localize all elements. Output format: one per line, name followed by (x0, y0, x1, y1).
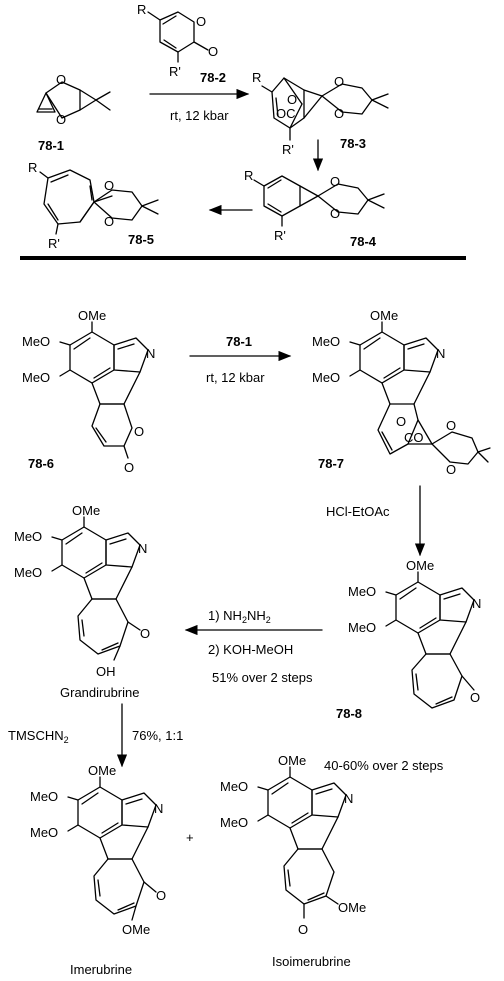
isoimerubrine-structure: OMe MeO MeO N O OMe (220, 753, 366, 937)
group-ome: OMe (72, 503, 100, 518)
reaction-conditions: TMSCHN2 (8, 728, 69, 745)
atom-o: O (334, 106, 344, 121)
compound-78-7-structure: OMe MeO MeO N O CO O O (312, 308, 491, 477)
atom-o: O (140, 626, 150, 641)
compound-label-78-5: 78-5 (128, 232, 154, 247)
name-imerubrine: Imerubrine (70, 962, 132, 977)
reaction-yield: 76%, 1:1 (132, 728, 183, 743)
group-ome: OMe (338, 900, 366, 915)
group-meo: MeO (30, 825, 58, 840)
reaction-conditions: rt, 12 kbar (206, 370, 265, 385)
group-meo: MeO (14, 565, 42, 580)
substituent-r: R (252, 70, 261, 85)
group-meo: MeO (312, 334, 340, 349)
atom-n: N (138, 541, 147, 556)
group-meo: MeO (22, 334, 50, 349)
atom-o: O (287, 92, 297, 107)
reaction-conditions: rt, 12 kbar (170, 108, 229, 123)
atom-o: O (208, 44, 218, 59)
reaction-conditions: 1) NH2NH2 (208, 608, 271, 625)
group-meo: MeO (220, 815, 248, 830)
reaction-conditions: HCl-EtOAc (326, 504, 390, 519)
name-isoimerubrine: Isoimerubrine (272, 954, 351, 969)
atom-o: O (134, 424, 144, 439)
grandirubrine-structure: OMe MeO MeO N O OH (14, 503, 150, 679)
compound-78-1-structure: O O (36, 72, 111, 127)
group-meo: MeO (348, 620, 376, 635)
compound-label-78-7: 78-7 (318, 456, 344, 471)
atom-o: O (330, 206, 340, 221)
compound-78-6-structure: OMe MeO MeO N O O (22, 308, 155, 475)
atom-n: N (436, 346, 445, 361)
compound-78-3-structure: R O OC O O R' (252, 70, 389, 157)
compound-label-78-8: 78-8 (336, 706, 362, 721)
group-meo: MeO (348, 584, 376, 599)
group-oh: OH (96, 664, 116, 679)
atom-oc: OC (276, 106, 296, 121)
atom-o: O (396, 414, 406, 429)
reaction-yield: 51% over 2 steps (212, 670, 313, 685)
atom-o: O (104, 178, 114, 193)
substituent-r-prime: R' (169, 64, 181, 79)
group-meo: MeO (312, 370, 340, 385)
compound-78-4-structure: R O O R' (244, 168, 385, 243)
atom-o: O (446, 462, 456, 477)
atom-o: O (470, 690, 480, 705)
group-meo: MeO (14, 529, 42, 544)
compound-78-2-structure: R O O R' (137, 2, 218, 79)
compound-78-8-structure: OMe MeO MeO N O (348, 558, 481, 709)
substituent-r: R (28, 160, 37, 175)
substituent-r: R (244, 168, 253, 183)
atom-o: O (446, 418, 456, 433)
compound-78-5-structure: R O O R' (28, 160, 159, 251)
compound-label-78-3: 78-3 (340, 136, 366, 151)
yield-78-8: 40-60% over 2 steps (324, 758, 444, 773)
atom-n: N (146, 346, 155, 361)
imerubrine-structure: OMe MeO MeO N O OMe (30, 763, 166, 937)
atom-n: N (154, 801, 163, 816)
compound-label-78-4: 78-4 (350, 234, 377, 249)
group-ome: OMe (406, 558, 434, 573)
substituent-r-prime: R' (48, 236, 60, 251)
substituent-r-prime: R' (274, 228, 286, 243)
substituent-r-prime: R' (282, 142, 294, 157)
reagent-78-1: 78-1 (226, 334, 252, 349)
group-ome: OMe (122, 922, 150, 937)
atom-o: O (298, 922, 308, 937)
group-meo: MeO (220, 779, 248, 794)
atom-n: N (472, 596, 481, 611)
group-co: CO (404, 430, 424, 445)
atom-o: O (56, 72, 66, 87)
atom-o: O (156, 888, 166, 903)
plus-sign: + (186, 830, 194, 845)
atom-o: O (196, 14, 206, 29)
substituent-r: R (137, 2, 146, 17)
group-meo: MeO (22, 370, 50, 385)
compound-label-78-2: 78-2 (200, 70, 226, 85)
compound-label-78-6: 78-6 (28, 456, 54, 471)
group-ome: OMe (78, 308, 106, 323)
group-ome: OMe (88, 763, 116, 778)
group-ome: OMe (370, 308, 398, 323)
reaction-conditions: 2) KOH-MeOH (208, 642, 293, 657)
atom-o: O (334, 74, 344, 89)
atom-o: O (124, 460, 134, 475)
group-meo: MeO (30, 789, 58, 804)
atom-n: N (344, 791, 353, 806)
atom-o: O (56, 112, 66, 127)
compound-label-78-1: 78-1 (38, 138, 64, 153)
group-ome: OMe (278, 753, 306, 768)
atom-o: O (330, 174, 340, 189)
name-grandirubrine: Grandirubrine (60, 685, 140, 700)
atom-o: O (104, 214, 114, 229)
